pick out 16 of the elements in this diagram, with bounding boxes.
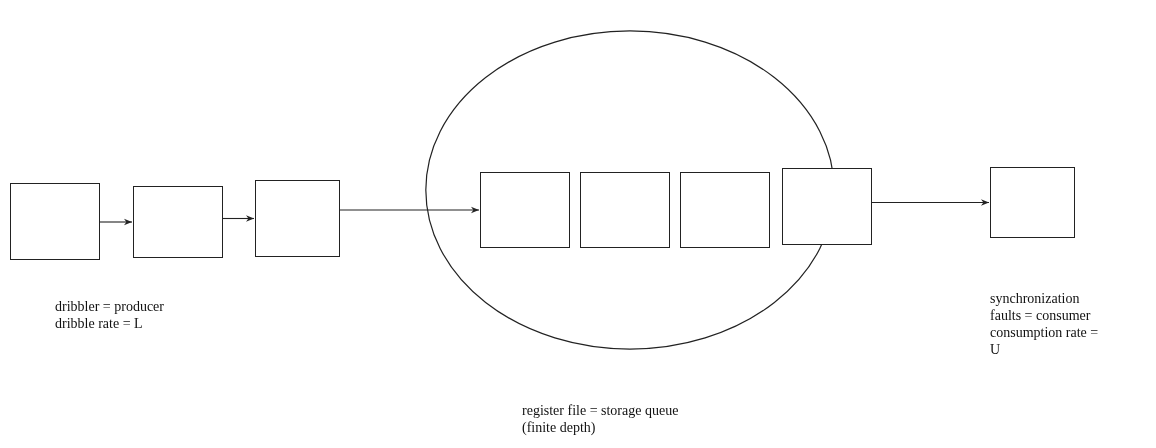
caption-text: dribbler = producer [55, 298, 165, 315]
square-box [480, 172, 570, 248]
square-box [10, 183, 100, 260]
caption-text: dribble rate = L [55, 315, 144, 332]
arrow [871, 199, 990, 206]
square-box [990, 167, 1075, 238]
node-caption: consumption rate = U [990, 324, 1100, 358]
arrow [339, 206, 480, 214]
square-box [133, 186, 223, 258]
arrow [99, 218, 133, 226]
square-box [782, 168, 872, 245]
arrow [222, 215, 255, 222]
square-box [580, 172, 670, 248]
square-box [680, 172, 770, 248]
caption-text: register file = storage queue (finite depth) [522, 402, 680, 436]
square-box [255, 180, 340, 257]
